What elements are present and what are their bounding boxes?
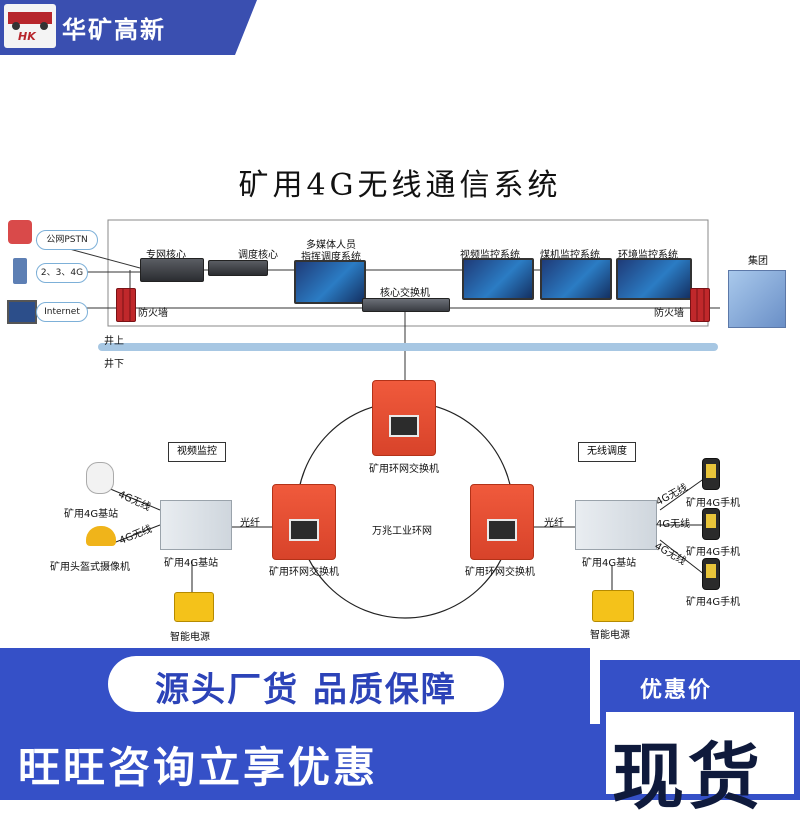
ring-switch-left-label: 矿用环网交换机: [269, 567, 339, 578]
phone-icon-2: [702, 508, 720, 540]
fiber-label-left: 光纤: [240, 518, 260, 529]
firewall-right-label: 防火墙: [654, 308, 684, 319]
multimedia-dispatch-screen: [294, 260, 366, 304]
stock-panel: [606, 712, 794, 794]
ring-switch-top-label: 矿用环网交换机: [369, 464, 439, 475]
ring-switch-window: [487, 519, 517, 541]
promo-banner-bottom: [0, 724, 600, 800]
dispatch-core-server: [208, 260, 268, 276]
smart-power-right: [592, 590, 634, 622]
ring-switch-top: [372, 380, 436, 456]
logo-text: HK: [18, 30, 36, 43]
ring-switch-right-label: 矿用环网交换机: [465, 567, 535, 578]
brand-name: 华矿高新: [62, 16, 166, 44]
private-core-server: [140, 258, 204, 282]
brand-logo: HK: [4, 4, 56, 48]
env-system-label: 环境监控系统: [618, 250, 678, 261]
smart-power-left: [174, 592, 214, 622]
group-building-icon: [728, 270, 786, 328]
video-monitor-box: 视频监控: [168, 442, 226, 462]
firewall-left: [116, 288, 136, 322]
phone-icon-3: [702, 558, 720, 590]
promo-consult: 旺旺咨询立享优惠: [18, 743, 379, 792]
ring-switch-right: [470, 484, 534, 560]
phone-label-3: 矿用4G手机: [686, 597, 741, 608]
header-bar-edge: [235, 0, 257, 55]
video-system-screen: [462, 258, 534, 300]
firewall-left-label: 防火墙: [138, 308, 168, 319]
ring-network-label: 万兆工业环网: [372, 526, 432, 537]
wireless-label-right-2: 4G无线: [656, 519, 691, 530]
cloud-mobile: 2、3、4G: [36, 263, 88, 283]
multimedia-label-1: 多媒体人员: [306, 240, 356, 251]
promo-slogan: 源头厂货 品质保障: [155, 670, 457, 710]
mobile-phone-icon: [13, 258, 27, 284]
core-label: 专网核心: [146, 250, 186, 261]
below-ground-label: 井下: [104, 359, 124, 370]
env-system-screen: [616, 258, 692, 300]
multimedia-label-2: 指挥调度系统: [301, 252, 361, 263]
phone-icon-1: [702, 458, 720, 490]
base-station-right: [575, 500, 657, 550]
video-system-label: 视频监控系统: [460, 250, 520, 261]
smart-power-right-label: 智能电源: [590, 630, 630, 641]
coal-system-screen: [540, 258, 612, 300]
base-station-right-label: 矿用4G基站: [582, 558, 637, 569]
ring-switch-window: [389, 415, 419, 437]
helmet-icon: [86, 526, 116, 546]
diagram-title: 矿用4G无线通信系统: [238, 168, 562, 203]
smart-power-left-label: 智能电源: [170, 632, 210, 643]
discount-label: 优惠价: [640, 678, 713, 703]
phone-label-2: 矿用4G手机: [686, 547, 741, 558]
base-station-left-label: 矿用4G基站: [164, 558, 219, 569]
computer-icon: [7, 300, 37, 324]
base-station-left: [160, 500, 232, 550]
cloud-pstn: 公网PSTN: [36, 230, 98, 250]
left-base-station-label-top: 矿用4G基站: [64, 509, 119, 520]
core-switch: [362, 298, 450, 312]
group-label: 集团: [748, 256, 768, 267]
stock-label: 现货: [612, 735, 765, 819]
firewall-right: [690, 288, 710, 322]
coal-system-label: 煤机监控系统: [540, 250, 600, 261]
ring-switch-left: [272, 484, 336, 560]
core-switch-label: 核心交换机: [380, 288, 430, 299]
ring-switch-window: [289, 519, 319, 541]
cloud-internet: Internet: [36, 302, 88, 322]
above-ground-label: 井上: [104, 336, 124, 347]
fiber-label-right: 光纤: [544, 518, 564, 529]
dispatch-core-label: 调度核心: [238, 250, 278, 261]
camera-icon: [86, 462, 114, 494]
helmet-camera-label: 矿用头盔式摄像机: [50, 562, 130, 573]
telephone-icon: [8, 220, 32, 244]
promo-pill: [108, 656, 504, 712]
phone-label-1: 矿用4G手机: [686, 498, 741, 509]
wireless-dispatch-box: 无线调度: [578, 442, 636, 462]
